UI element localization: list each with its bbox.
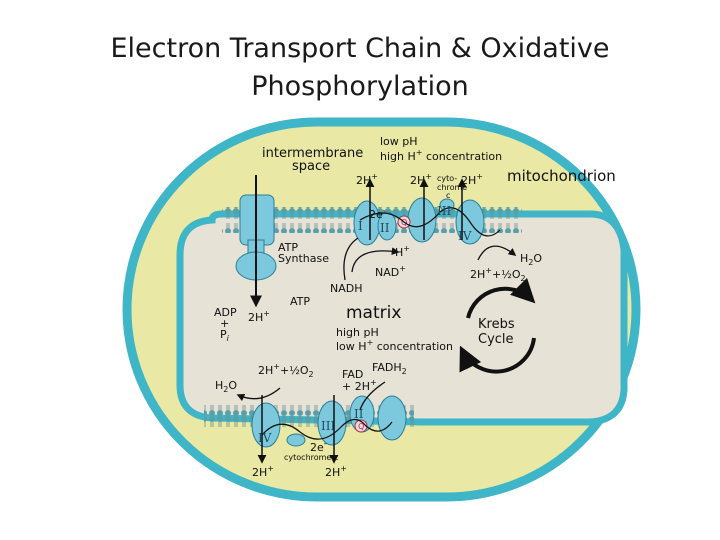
nadh-label: NADH <box>330 282 363 295</box>
two-h-bottom-right-label: 2H+ <box>325 464 347 479</box>
two-h-atp-label: 2H+ <box>248 309 270 324</box>
high-h-concentration-label: high H+ concentration <box>380 148 502 163</box>
cytochrome-c-bottom <box>286 433 306 447</box>
h-plus-label: H+ <box>395 244 410 259</box>
krebs-cycle <box>459 277 536 374</box>
cytochrome-top-3: c <box>446 191 450 200</box>
nadh-entry-arrow <box>343 237 359 281</box>
h2o-bottom-label: H2O <box>215 379 237 394</box>
fad-2h-label: + 2H+ <box>342 378 377 393</box>
atp-synthase-label-1: ATP <box>278 241 298 254</box>
cytochrome-bottom-label: cytochrome c <box>284 453 338 462</box>
fadh2-arrow <box>359 381 386 411</box>
krebs-label: Krebs <box>478 317 515 332</box>
complex-I-label-top: I <box>358 219 363 233</box>
h2o-top-label: H2O <box>520 252 542 267</box>
complex-IV-bottom <box>251 402 281 448</box>
cytochrome-top-2: chrome <box>437 183 467 192</box>
two-e-top-label: 2e- <box>369 206 386 221</box>
inner-membrane-matrix <box>176 210 628 426</box>
fad-label: FAD <box>342 368 363 381</box>
complex-II-label-bottom: II <box>354 407 364 421</box>
complex-II-label-top: II <box>380 221 390 235</box>
atp-synthase-label-2: Synthase <box>278 252 329 265</box>
mitochondrion-label: mitochondrion <box>507 167 616 185</box>
water-arrow-bottom <box>236 387 281 402</box>
title-line-2: Phosphorylation <box>251 71 469 102</box>
cycle-label: Cycle <box>478 332 514 347</box>
electron-path-bottom <box>261 418 393 440</box>
complex-III-label-top: III <box>437 204 451 218</box>
nadh-arrow <box>351 247 400 273</box>
two-h-bottom-left-label: 2H+ <box>252 464 274 479</box>
two-h-complex-I-label: 2H+ <box>356 172 378 187</box>
nad-label: NAD+ <box>375 264 406 279</box>
atp-label: ATP <box>290 295 310 308</box>
q-label-bottom: Q <box>358 422 364 431</box>
complex-III-label-bottom: III <box>321 419 335 433</box>
high-ph-label: high pH <box>336 326 379 339</box>
half-o2-bottom-label: 2H++½O2 <box>258 362 314 379</box>
complex-I-bottom <box>377 395 407 441</box>
title-line-1: Electron Transport Chain & Oxidative <box>110 33 610 64</box>
matrix-label: matrix <box>346 303 401 323</box>
adp-label: ADP <box>214 306 237 319</box>
adp-plus-label: + <box>220 317 229 330</box>
water-arrow-top <box>477 245 517 261</box>
intermembrane-space-label-1: intermembrane <box>262 146 363 161</box>
complex-IV-label-top: IV <box>458 229 472 243</box>
cytochrome-top-1: cyto- <box>437 174 457 183</box>
low-ph-label: low pH <box>380 135 418 148</box>
complex-IV-label-bottom: IV <box>258 431 272 445</box>
fadh2-label: FADH2 <box>372 361 407 376</box>
two-h-complex-III-label: 2H+ <box>410 172 432 187</box>
half-o2-top-label: 2H++½O2 <box>470 266 526 283</box>
two-h-complex-IV-label: 2H+ <box>461 172 483 187</box>
low-h-concentration-label: low H+ concentration <box>336 338 453 353</box>
two-e-bottom-label: 2e- <box>310 439 327 454</box>
diagram-title: Electron Transport Chain & Oxidative Pho… <box>0 30 720 106</box>
intermembrane-space-label-2: space <box>292 159 330 174</box>
pi-label: Pi <box>220 328 230 343</box>
electron-path-top <box>359 207 501 237</box>
complex-II-top <box>377 211 397 241</box>
